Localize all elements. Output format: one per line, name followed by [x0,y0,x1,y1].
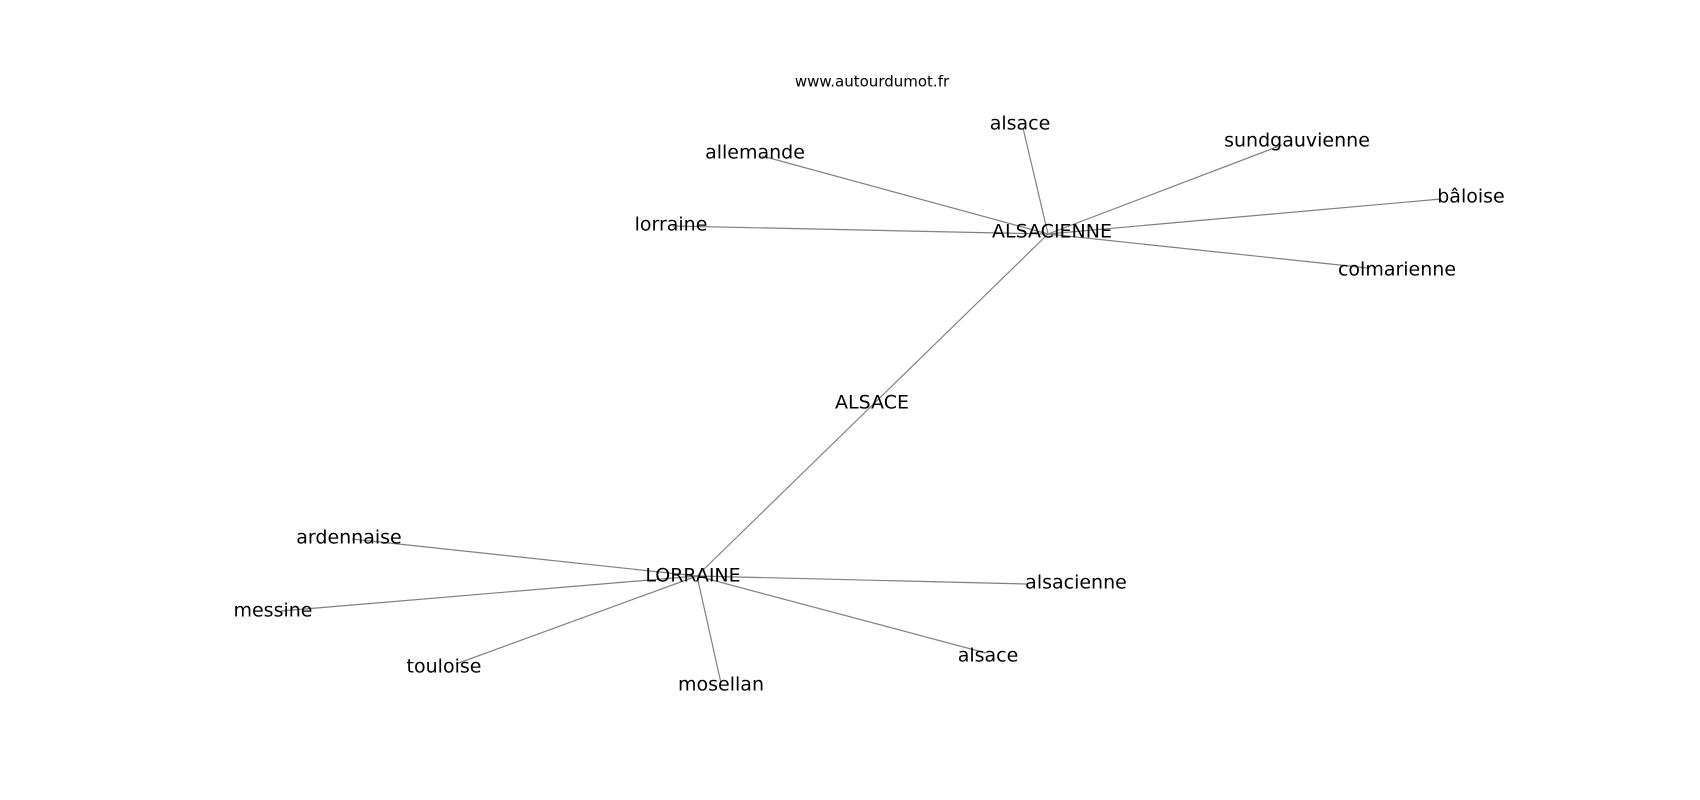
edge-lorraine_hub-messine [280,575,698,612]
nodes-group: ALSACE ALSACIENNE LORRAINE alsace allemande s… [233,113,1504,696]
node-alsace_center[interactable]: ALSACE [835,392,909,414]
edge-lorraine_hub-alsacienne_small [696,575,1028,585]
edge-alsacienne_hub-lorraine_small [672,225,1049,235]
node-lorraine_hub[interactable]: LORRAINE [645,565,740,587]
node-baloise[interactable]: bâloise [1437,186,1504,208]
node-allemande[interactable]: allemande [705,142,805,164]
node-touloise[interactable]: touloise [407,656,482,678]
node-mosellan[interactable]: mosellan [678,674,764,696]
edge-alsacienne_hub-colmarienne [1047,233,1369,269]
node-colmarienne[interactable]: colmarienne [1338,259,1456,281]
edge-lorraine_hub-mosellan [696,575,722,684]
node-ardennaise[interactable]: ardennaise [296,527,401,549]
edge-lorraine_hub-alsace_bottom [696,575,987,654]
node-messine[interactable]: messine [233,600,312,622]
edge-alsacienne_hub-lorraine_hub [696,233,1049,577]
node-alsacienne_hub[interactable]: ALSACIENNE [992,221,1112,243]
node-alsace_top[interactable]: alsace [990,113,1051,135]
node-sundgauvienne[interactable]: sundgauvienne [1224,130,1370,152]
node-alsacienne_small[interactable]: alsacienne [1025,572,1127,594]
edge-alsacienne_hub-allemande [761,155,1049,235]
edge-alsacienne_hub-baloise [1047,198,1442,235]
node-lorraine_small[interactable]: lorraine [635,214,708,236]
watermark-text: www.autourdumot.fr [795,73,950,91]
edge-alsacienne_hub-sundgauvienne [1047,144,1283,235]
edge-alsacienne_hub-alsace_top [1022,127,1049,235]
edge-lorraine_hub-touloise [455,575,698,665]
node-alsace_bottom[interactable]: alsace [958,645,1019,667]
edges-group [280,127,1442,684]
edge-lorraine_hub-ardennaise [351,538,698,577]
